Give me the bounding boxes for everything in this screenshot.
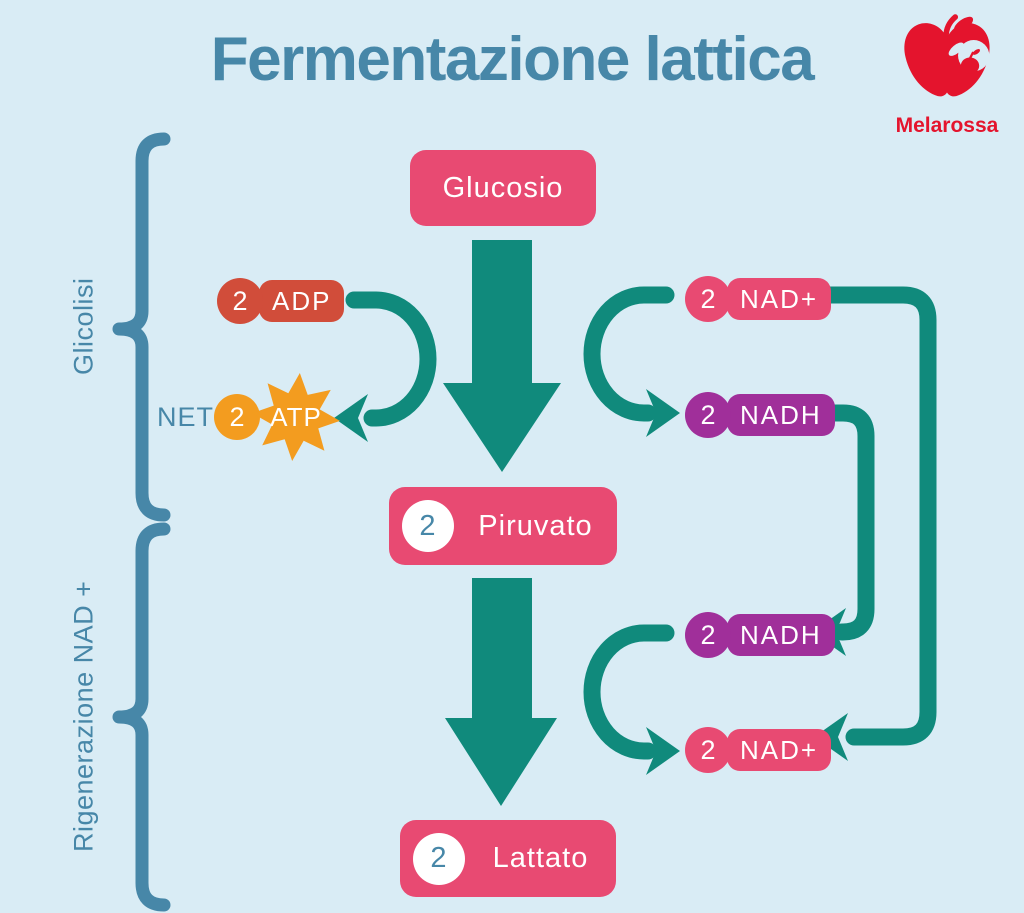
adp-label: ADP [259, 280, 345, 322]
brand-logo: Melarossa [893, 14, 1001, 138]
nadh-bottom-pill: 2 NADH [685, 612, 835, 658]
pyruvate-label: Piruvato [478, 509, 593, 542]
lactate-label: Lattato [492, 842, 589, 874]
arrow-glucose-to-pyruvate [443, 240, 561, 472]
net-label: NET [157, 402, 214, 432]
section-label-glicolisi: Glicolisi [68, 277, 99, 376]
brace-rigenerazione [112, 522, 171, 912]
arrow-adp-to-atp [345, 291, 437, 427]
nadh-top-pill: 2 NADH [685, 392, 835, 438]
connector-nad-top-to-bottom [811, 286, 937, 746]
arrow-nad-to-nadh-head [646, 389, 680, 437]
glucose-node: Glucosio [410, 150, 596, 226]
arrow-nad-to-nadh [583, 286, 675, 422]
arrow-nadh-to-nad-head [646, 727, 680, 775]
pyruvate-node: 2 Piruvato [389, 487, 617, 565]
atp-count-badge: 2 [214, 394, 260, 440]
nadh-top-count-badge: 2 [685, 392, 731, 438]
nadh-bottom-label: NADH [727, 614, 835, 656]
nad-plus-bottom-label: NAD+ [727, 729, 832, 771]
atp-label: ATP [270, 401, 322, 432]
nad-plus-top-count-badge: 2 [685, 276, 731, 322]
apple-icon [904, 14, 990, 97]
nad-plus-top-pill: 2 NAD+ [685, 276, 832, 322]
nad-plus-top-label: NAD+ [727, 278, 832, 320]
lactate-node: 2 Lattato [400, 820, 616, 897]
atp-star-icon [252, 373, 340, 461]
glucose-label: Glucosio [442, 171, 564, 204]
adp-pill: 2 ADP [217, 278, 345, 324]
nad-plus-bottom-pill: 2 NAD+ [685, 727, 832, 773]
page-title: Fermentazione lattica [210, 25, 815, 94]
section-label-rigenerazione: Rigenerazione NAD + [68, 580, 99, 853]
lactate-count-badge: 2 [413, 832, 465, 885]
nadh-top-label: NADH [727, 394, 835, 436]
pyruvate-count-badge: 2 [402, 500, 454, 552]
brace-glicolisi [112, 132, 171, 522]
adp-count-badge: 2 [217, 278, 263, 324]
connector-nadh-top-to-bottom [813, 404, 875, 641]
arrow-pyruvate-to-lactate [445, 578, 557, 806]
nad-plus-bottom-count-badge: 2 [685, 727, 731, 773]
brand-name: Melarossa [895, 114, 999, 137]
nadh-bottom-count-badge: 2 [685, 612, 731, 658]
arrow-nadh-to-nad [583, 624, 675, 760]
